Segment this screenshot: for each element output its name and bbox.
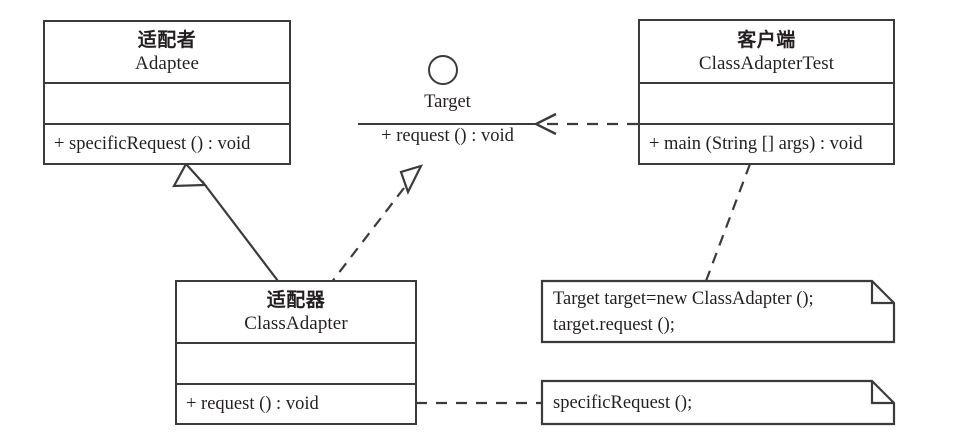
class-operations-compartment-adaptee: + specificRequest () : void [45,123,289,163]
interface-target[interactable]: Target + request () : void [355,55,540,147]
note-client-code-shape [540,279,896,344]
class-name-client: ClassAdapterTest [698,52,835,74]
note-client-code-line-2: target.request (); [553,314,675,335]
realization-adapter-to-target [330,164,424,284]
class-name-classadapter: ClassAdapter [244,313,348,334]
note-adapter-code-line-1: specificRequest (); [553,392,693,413]
operation-main: + main (String [] args) : void [649,134,863,154]
class-name-adaptee: Adaptee [135,53,199,74]
interface-operation-request: + request () : void [381,126,514,146]
note-client-code-line-1: Target target=new ClassAdapter (); [553,288,814,309]
class-attributes-compartment-classadapter [177,342,415,383]
dependency-client-to-target [533,112,638,136]
hollow-triangle-arrowhead-target [399,164,424,195]
class-operations-compartment-classadapter: + request () : void [177,383,415,423]
generalization-adapter-to-adaptee [172,162,279,282]
class-role-label-adaptee: 适配者 [137,30,197,51]
note-adapter-code[interactable]: specificRequest (); [542,381,894,424]
class-box-classadapter[interactable]: 适配器 ClassAdapter + request () : void [175,280,417,425]
hollow-triangle-arrowhead-adaptee [172,162,208,188]
class-operations-compartment-client: + main (String [] args) : void [640,123,893,163]
interface-divider-rule [358,123,538,125]
class-role-label-classadapter: 适配器 [266,290,326,311]
class-name-compartment-client: 客户端 ClassAdapterTest [640,21,893,82]
note-client-code-text: Target target=new ClassAdapter (); targe… [553,281,814,342]
note-client-code[interactable]: Target target=new ClassAdapter (); targe… [542,281,894,342]
class-role-label-client: 客户端 [737,29,796,51]
operation-request: + request () : void [186,394,319,414]
anchor-client-note [704,163,752,282]
class-name-compartment-adaptee: 适配者 Adaptee [45,22,289,82]
class-name-compartment-classadapter: 适配器 ClassAdapter [177,282,415,342]
operation-specific-request: + specificRequest () : void [54,134,251,154]
note-adapter-code-text: specificRequest (); [553,381,692,424]
interface-name-target: Target [424,92,471,112]
class-attributes-compartment-client [640,82,893,123]
note-adapter-code-shape [540,379,896,426]
note-fold-corner-2 [870,381,894,405]
interface-lollipop-circle [428,55,458,85]
class-box-client[interactable]: 客户端 ClassAdapterTest + main (String [] a… [638,19,895,165]
class-attributes-compartment-adaptee [45,82,289,123]
class-box-adaptee[interactable]: 适配者 Adaptee + specificRequest () : void [43,20,291,165]
note-fold-corner-1 [870,281,894,305]
